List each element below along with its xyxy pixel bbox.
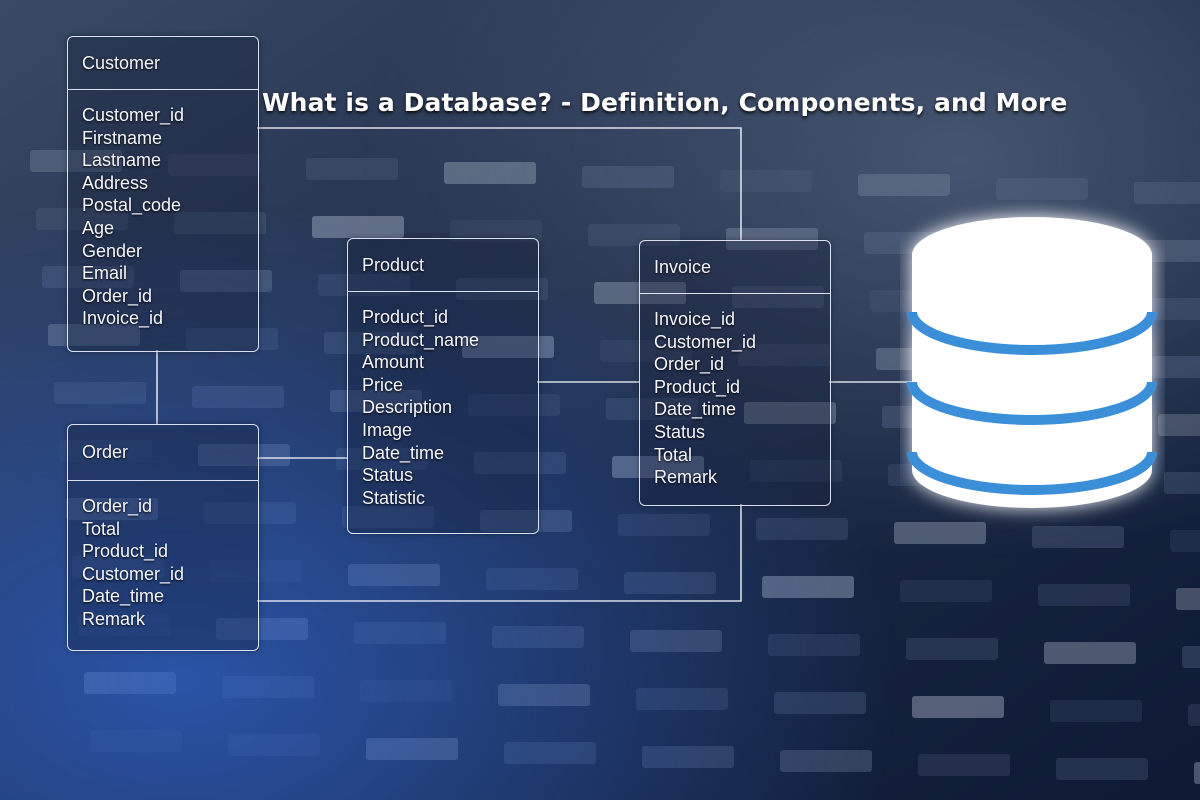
- entity-customer: Customer Customer_id Firstname Lastname …: [67, 36, 259, 352]
- field: Remark: [82, 608, 146, 629]
- field: Total: [654, 444, 693, 465]
- entity-product-fields: Product_id Product_name Amount Price Des…: [348, 292, 538, 509]
- field: Statistic: [362, 487, 426, 508]
- field: Order_id: [654, 354, 725, 375]
- field: Image: [362, 419, 413, 440]
- field: Total: [82, 518, 121, 539]
- entity-invoice-fields: Invoice_id Customer_id Order_id Product_…: [640, 294, 830, 489]
- entity-customer-fields: Customer_id Firstname Lastname Address P…: [68, 90, 258, 330]
- entity-order: Order Order_id Total Product_id Customer…: [67, 424, 259, 651]
- field: Customer_id: [654, 331, 757, 352]
- field: Date_time: [362, 442, 445, 463]
- field: Order_id: [82, 285, 153, 306]
- field: Status: [654, 421, 706, 442]
- field: Firstname: [82, 127, 163, 148]
- field: Order_id: [82, 496, 153, 516]
- entity-invoice-title: Invoice: [640, 241, 830, 294]
- field: Postal_code: [82, 195, 182, 216]
- field: Invoice_id: [654, 309, 736, 329]
- field: Date_time: [654, 399, 737, 420]
- field: Gender: [82, 240, 143, 261]
- field: Email: [82, 263, 128, 284]
- field: Product_id: [82, 541, 169, 562]
- field: Invoice_id: [82, 308, 164, 329]
- field: Price: [362, 374, 404, 395]
- field: Product_id: [362, 307, 449, 327]
- field: Amount: [362, 352, 425, 373]
- field: Address: [82, 172, 149, 193]
- entity-product-title: Product: [348, 239, 538, 292]
- entity-invoice: Invoice Invoice_id Customer_id Order_id …: [639, 240, 831, 506]
- database-cylinder-icon: [907, 217, 1157, 508]
- field: Age: [82, 217, 115, 238]
- page-title: What is a Database? - Definition, Compon…: [262, 88, 1068, 117]
- entity-product: Product Product_id Product_name Amount P…: [347, 238, 539, 534]
- field: Customer_id: [82, 105, 185, 125]
- field: Product_id: [654, 376, 741, 397]
- field: Product_name: [362, 329, 480, 350]
- field: Customer_id: [82, 563, 185, 584]
- field: Description: [362, 397, 453, 418]
- entity-order-fields: Order_id Total Product_id Customer_id Da…: [68, 481, 258, 631]
- entity-customer-title: Customer: [68, 37, 258, 90]
- entity-order-title: Order: [68, 425, 258, 481]
- field: Lastname: [82, 150, 162, 171]
- field: Date_time: [82, 586, 165, 607]
- field: Remark: [654, 467, 718, 488]
- field: Status: [362, 465, 414, 486]
